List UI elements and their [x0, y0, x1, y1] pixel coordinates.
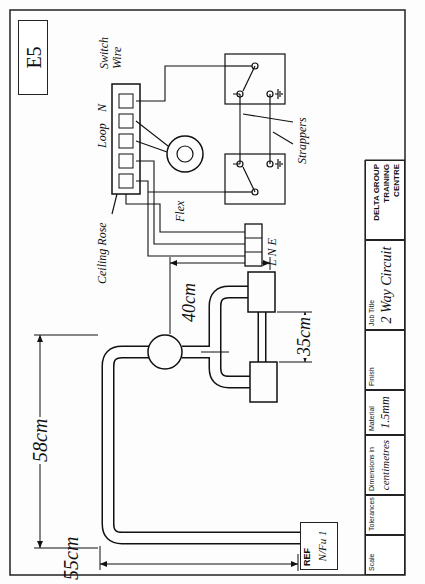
pin-label: L N E — [266, 238, 279, 266]
switch-part — [243, 167, 255, 192]
dimension: 35cm — [295, 315, 315, 358]
switch-part — [269, 154, 270, 164]
switch-part — [225, 191, 252, 192]
dimension: 58cm — [29, 417, 51, 464]
wire-label: Strappers — [296, 117, 309, 164]
sheet-number-box: E5 — [18, 20, 48, 95]
terminal — [119, 94, 133, 108]
dimension: 40cm — [180, 283, 200, 322]
wire-label: Switch Wire — [98, 21, 124, 69]
switch-part — [225, 54, 285, 104]
switch-part — [243, 66, 255, 91]
lampholder-symbol — [177, 146, 193, 162]
reference-box: REFN/Fu 1 — [300, 522, 338, 570]
switch-part — [233, 154, 240, 164]
switch-box — [250, 362, 277, 402]
field-value: 2 Way Circuit — [379, 244, 395, 326]
sheet-border — [10, 10, 405, 575]
ceiling-rose-terminal-block — [112, 84, 140, 194]
title-block-cell: Tolerances — [365, 495, 405, 535]
title-block-cell: Scale — [365, 535, 405, 575]
switch-box — [248, 272, 275, 312]
terminal — [119, 174, 133, 188]
title-block-cell: DELTA GROUP TRAINING CENTRE — [365, 160, 405, 240]
supply-connector — [245, 252, 262, 253]
terminal — [119, 114, 133, 128]
title-block-cell: Dimensions incentimetres — [365, 435, 405, 495]
terminal-label: N — [96, 104, 109, 112]
field-value: 1.5mm — [379, 394, 393, 431]
dimension: 55cm — [60, 537, 82, 580]
field-heading: REF — [303, 526, 313, 566]
part-label: Flex — [174, 201, 187, 222]
field-heading: Tolerances — [368, 499, 376, 531]
terminal — [119, 154, 133, 168]
lampholder-symbol — [167, 136, 203, 172]
supply-connector — [245, 238, 262, 239]
sheet-number: E5 — [21, 24, 47, 91]
field-heading: Job Title — [368, 244, 376, 326]
ceiling-rose-box — [148, 335, 182, 369]
field-heading: Material — [368, 394, 376, 431]
terminal — [119, 134, 133, 148]
field-heading: Scale — [368, 539, 376, 571]
field-heading: Dimensions in — [368, 439, 376, 491]
field-value: N/Fu 1 — [316, 526, 329, 566]
field-value: centimetres — [379, 439, 392, 491]
switch-part — [225, 65, 252, 66]
switch-part — [269, 94, 270, 104]
company-name: DELTA GROUP TRAINING CENTRE — [368, 164, 402, 236]
title-block-cell: Material1.5mm — [365, 390, 405, 435]
supply-connector — [245, 224, 262, 266]
terminal-label: Loop — [96, 123, 109, 148]
switch-part — [225, 154, 285, 204]
switch-part — [275, 89, 282, 99]
two-way-switch — [225, 54, 285, 204]
conduit-run — [108, 292, 301, 538]
title-block-cell: Finish — [365, 330, 405, 390]
title-block-cell: Job Title2 Way Circuit — [365, 240, 405, 330]
switch-part — [233, 94, 240, 104]
switch-part — [275, 159, 282, 169]
field-heading: Finish — [368, 334, 376, 386]
dimension-lines — [34, 257, 312, 571]
part-label: Ceiling Rose — [96, 222, 109, 284]
